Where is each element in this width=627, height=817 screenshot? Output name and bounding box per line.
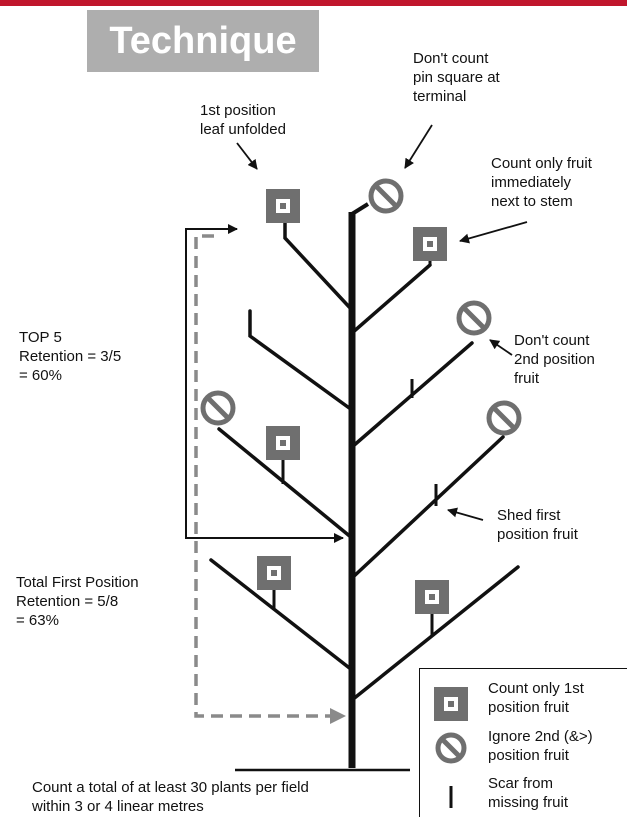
label-count-only-fruit: Count only fruit immediately next to ste…: [491, 155, 592, 210]
dashed-arrowhead: [330, 708, 346, 724]
branch-left-3: [217, 427, 354, 540]
arrow-pin: [404, 124, 433, 169]
label-first-position-leaf: 1st position leaf unfolded: [200, 102, 286, 138]
total-dashed-bracket: [194, 234, 330, 718]
top-accent-bar: [0, 0, 627, 6]
footer-note: Count a total of at least 30 plants per …: [32, 779, 309, 815]
branch-left-1: [283, 220, 354, 312]
square-fruits: [257, 189, 449, 614]
no-count-icon: [456, 300, 492, 336]
label-dont-count-second: Don't count 2nd position fruit: [514, 332, 595, 387]
label-shed-first: Shed first position fruit: [497, 507, 578, 543]
square-fruit-icon: [413, 227, 447, 261]
legend-ignore-text: Ignore 2nd (&>) position fruit: [488, 728, 593, 764]
top5-bracket: [185, 224, 344, 543]
arrow-shed: [447, 507, 484, 521]
branch-left-4: [209, 558, 354, 672]
square-fruit-icon: [434, 687, 468, 721]
label-total-retention: Total First Position Retention = 5/8 = 6…: [16, 574, 139, 629]
callout-arrows: [236, 124, 528, 521]
no-count-icon: [435, 732, 467, 764]
branches: [209, 220, 520, 702]
square-fruit-icon: [266, 426, 300, 460]
branch-left-2: [248, 309, 354, 412]
no-count-icon: [486, 400, 522, 436]
branch-right-1: [350, 263, 432, 335]
square-fruit-icon: [415, 580, 449, 614]
label-dont-count-pin: Don't count pin square at terminal: [413, 50, 500, 105]
no-count-icon: [200, 390, 236, 426]
square-fruit-icon: [257, 556, 291, 590]
no-count-icon: [368, 178, 404, 214]
arrow-count-fruit: [459, 221, 528, 244]
scar-marks: [410, 379, 438, 506]
no-count-fruits: [200, 178, 522, 436]
page-title: Technique: [109, 19, 297, 62]
branch-right-4: [350, 565, 520, 702]
legend-count-text: Count only 1st position fruit: [488, 680, 584, 716]
terminal-stem: [350, 202, 370, 216]
arrow-leaf: [236, 142, 258, 170]
title-box: Technique: [87, 10, 319, 72]
scar-mark-icon: [449, 786, 453, 808]
legend-scar-text: Scar from missing fruit: [488, 775, 569, 811]
square-fruit-icon: [266, 189, 300, 223]
label-top5-retention: TOP 5 Retention = 3/5 = 60%: [19, 329, 122, 384]
arrow-second: [489, 339, 513, 356]
branch-right-3: [350, 435, 505, 580]
legend: Count only 1st position fruit Ignore 2nd…: [419, 668, 627, 817]
